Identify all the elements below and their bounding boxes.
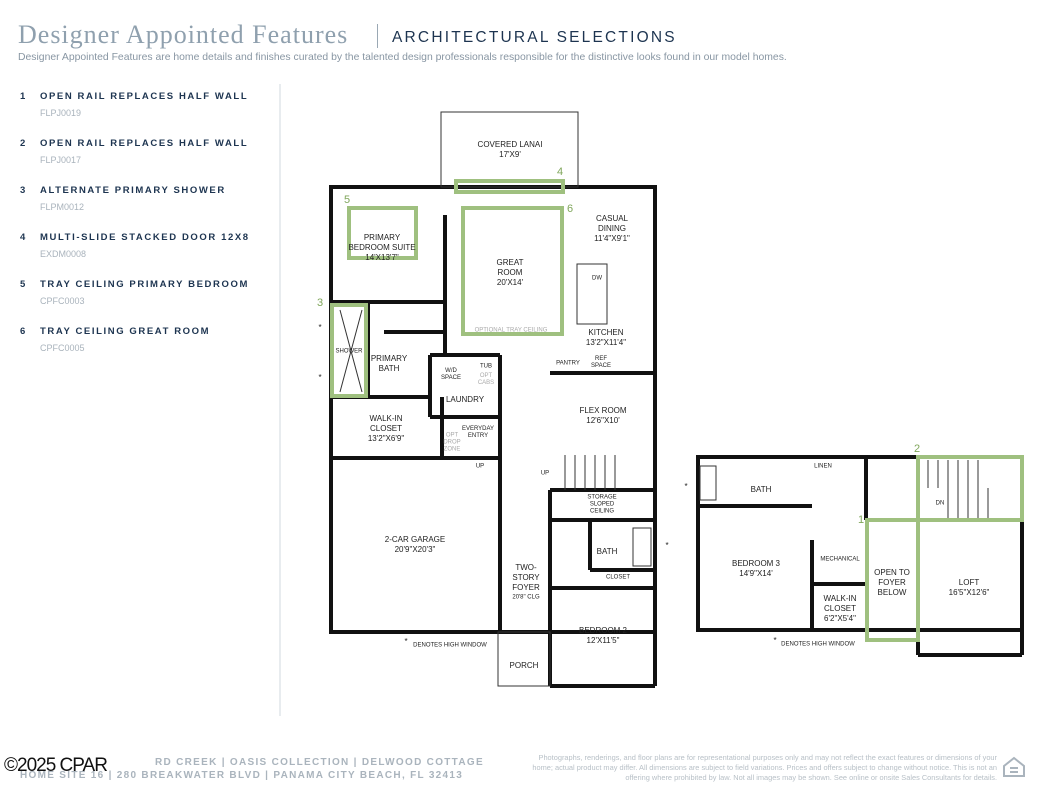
closet-label: CLOSET bbox=[605, 574, 631, 581]
asterisk: * bbox=[318, 373, 322, 382]
pantry-label: PANTRY bbox=[556, 360, 580, 367]
feature-code: FLPM0012 bbox=[40, 202, 85, 212]
room-bedroom-3: BEDROOM 3 14'9"X14' bbox=[731, 559, 781, 578]
feature-item: 6 TRAY CEILING GREAT ROOM CPFC0005 bbox=[20, 321, 250, 368]
room-great-room: GREAT ROOM 20'X14' bbox=[496, 258, 524, 287]
dishwasher-label: DW bbox=[592, 275, 602, 282]
second-floor-stairs bbox=[699, 460, 989, 518]
stairs-down-label: DN bbox=[935, 500, 945, 507]
page-subtitle: ARCHITECTURAL SELECTIONS bbox=[392, 29, 677, 46]
opt-cabs-label: OPT CABS bbox=[477, 373, 495, 386]
feature-marker: 4 bbox=[557, 166, 564, 178]
highlight-stacked-door bbox=[454, 179, 565, 194]
asterisk: * bbox=[773, 636, 777, 645]
tub-label: TUB bbox=[480, 363, 492, 370]
room-porch: PORCH bbox=[509, 661, 539, 670]
feature-marker: 1 bbox=[858, 514, 865, 526]
everyday-entry-label: EVERYDAY ENTRY bbox=[461, 426, 495, 439]
room-bath-2: BATH bbox=[596, 547, 618, 556]
panel-divider bbox=[279, 84, 281, 716]
feature-number: 2 bbox=[20, 138, 26, 149]
feature-marker: 2 bbox=[914, 443, 921, 455]
feature-number: 6 bbox=[20, 326, 26, 337]
feature-item: 3 ALTERNATE PRIMARY SHOWER FLPM0012 bbox=[20, 180, 250, 227]
feature-code: CPFC0003 bbox=[40, 296, 85, 306]
room-casual-dining: CASUAL DINING 11'4"X9'1" bbox=[594, 214, 630, 243]
high-window-note: DENOTES HIGH WINDOW bbox=[413, 642, 487, 649]
footer-address: HOME SITE 16 | 280 BREAKWATER BLVD | PAN… bbox=[20, 770, 464, 781]
first-floor-fixtures bbox=[339, 111, 652, 687]
mechanical-label: MECHANICAL bbox=[820, 556, 860, 563]
room-loft: LOFT 16'5"X12'6" bbox=[948, 578, 990, 597]
feature-highlights bbox=[330, 179, 1024, 642]
room-garage: 2-CAR GARAGE 20'9"X20'3" bbox=[384, 535, 446, 554]
feature-code: CPFC0005 bbox=[40, 343, 85, 353]
shower-label: SHOWER bbox=[335, 348, 363, 355]
ref-space-label: REF SPACE bbox=[591, 356, 611, 369]
feature-label: MULTI-SLIDE STACKED DOOR 12X8 bbox=[40, 232, 250, 243]
asterisk: * bbox=[665, 541, 669, 550]
highlight-tray-primary bbox=[347, 206, 418, 260]
feature-number: 5 bbox=[20, 279, 26, 290]
linen-label: LINEN bbox=[814, 463, 832, 470]
feature-label: OPEN RAIL REPLACES HALF WALL bbox=[40, 138, 249, 149]
title-divider bbox=[377, 24, 378, 48]
feature-label: OPEN RAIL REPLACES HALF WALL bbox=[40, 91, 249, 102]
room-bath-3: BATH bbox=[750, 485, 772, 494]
feature-marker: 6 bbox=[567, 203, 574, 215]
feature-marker: 5 bbox=[344, 194, 351, 206]
second-floor-walls bbox=[696, 455, 1024, 657]
feature-code: FLPJ0019 bbox=[40, 108, 82, 118]
highlight-open-rail-2 bbox=[916, 455, 1024, 522]
room-walk-in-closet-2: WALK-IN CLOSET 6'2"X5'4" bbox=[823, 594, 857, 623]
wd-space-label: W/D SPACE bbox=[441, 368, 461, 381]
room-bedroom-2: BEDROOM 2 12'X11'5" bbox=[578, 626, 628, 645]
highlight-shower bbox=[330, 303, 368, 398]
feature-code: FLPJ0017 bbox=[40, 155, 82, 165]
room-kitchen: KITCHEN 13'2"X11'4" bbox=[585, 328, 627, 347]
room-primary-bath: PRIMARY BATH bbox=[370, 354, 408, 373]
highlight-tray-great-room bbox=[461, 206, 564, 336]
feature-item: 2 OPEN RAIL REPLACES HALF WALL FLPJ0017 bbox=[20, 133, 250, 180]
storage-label: STORAGE SLOPED CEILING bbox=[587, 494, 617, 515]
footer-community: RD CREEK | OASIS COLLECTION | DELWOOD CO… bbox=[155, 757, 484, 768]
asterisk: * bbox=[404, 637, 408, 646]
feature-label: TRAY CEILING PRIMARY BEDROOM bbox=[40, 279, 249, 290]
room-flex-room: FLEX ROOM 12'6"X10' bbox=[579, 406, 627, 425]
feature-code: EXDM0008 bbox=[40, 249, 87, 259]
optional-tray-note: OPTIONAL TRAY CEILING bbox=[474, 327, 548, 334]
highlight-open-rail-1 bbox=[865, 518, 920, 642]
feature-number: 3 bbox=[20, 185, 26, 196]
opt-drop-zone-label: OPT DROP ZONE bbox=[443, 432, 461, 453]
room-walk-in-closet: WALK-IN CLOSET 13'2"X6'9" bbox=[367, 414, 405, 443]
asterisk: * bbox=[318, 323, 322, 332]
foyer-ceiling-label: 20'8" CLG bbox=[512, 594, 540, 601]
feature-number: 1 bbox=[20, 91, 26, 102]
open-to-foyer-label: OPEN TO FOYER BELOW bbox=[874, 568, 910, 597]
stairs-up-label: UP bbox=[540, 470, 550, 477]
asterisk: * bbox=[684, 482, 688, 491]
legal-disclaimer: Photographs, renderings, and floor plans… bbox=[532, 753, 997, 782]
page-title: Designer Appointed Features bbox=[18, 20, 349, 49]
feature-item: 5 TRAY CEILING PRIMARY BEDROOM CPFC0003 bbox=[20, 274, 250, 321]
feature-label: ALTERNATE PRIMARY SHOWER bbox=[40, 185, 226, 196]
feature-label: TRAY CEILING GREAT ROOM bbox=[40, 326, 211, 337]
feature-item: 1 OPEN RAIL REPLACES HALF WALL FLPJ0019 bbox=[20, 86, 250, 133]
high-window-note-2: DENOTES HIGH WINDOW bbox=[781, 641, 855, 648]
feature-number: 4 bbox=[20, 232, 26, 243]
copyright-watermark: ©2025 CPAR bbox=[4, 755, 108, 776]
feature-marker: 3 bbox=[317, 297, 324, 309]
room-foyer: TWO- STORY FOYER bbox=[512, 563, 540, 592]
room-laundry: LAUNDRY bbox=[445, 395, 485, 404]
page-description: Designer Appointed Features are home det… bbox=[18, 52, 787, 63]
stairs-up-label: UP bbox=[475, 463, 485, 470]
room-covered-lanai: COVERED LANAI 17'X9' bbox=[477, 140, 543, 159]
room-primary-bedroom: PRIMARY BEDROOM SUITE 14'X13'7" bbox=[348, 233, 416, 262]
equal-housing-icon bbox=[1003, 756, 1025, 777]
